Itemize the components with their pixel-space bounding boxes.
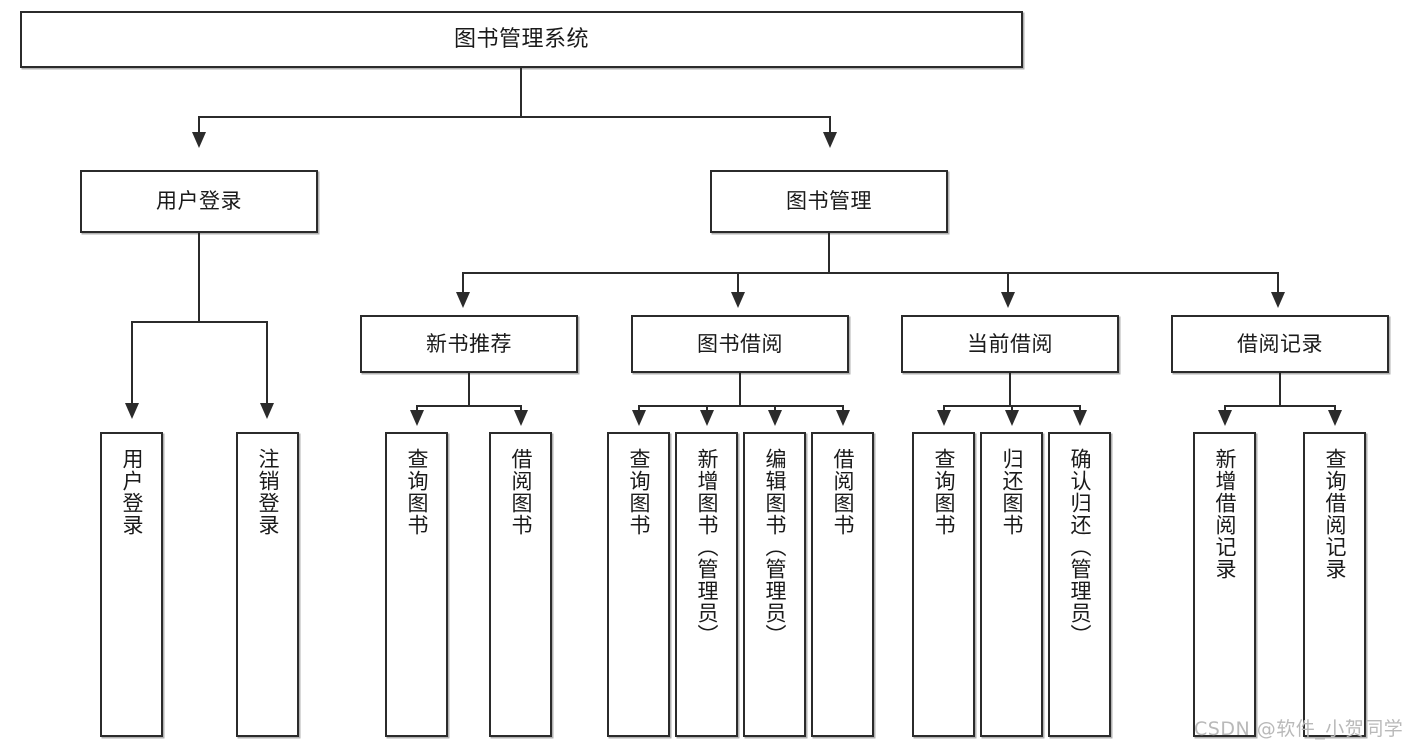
node-label: 新书推荐 bbox=[426, 331, 512, 356]
arrow-bookborrow-leaf-2 bbox=[700, 410, 714, 426]
connector-currentborrow-stem bbox=[1009, 373, 1011, 406]
node-label: 注销登录 bbox=[255, 448, 280, 536]
node-label: 借阅图书 bbox=[830, 448, 855, 536]
node-label: 用户登录 bbox=[156, 189, 242, 214]
arrow-to-current-borrow bbox=[1001, 292, 1015, 308]
arrow-to-new-book bbox=[456, 292, 470, 308]
connector-borrowrecord-drop-1 bbox=[1224, 405, 1226, 411]
node-label: 借阅记录 bbox=[1237, 331, 1323, 356]
arrow-currentborrow-leaf-1 bbox=[937, 410, 951, 426]
arrow-to-book-manage bbox=[823, 132, 837, 148]
node-book-management[interactable]: 图书管理 bbox=[710, 170, 948, 233]
leaf-bookborrow-query-book[interactable]: 查询图书 bbox=[607, 432, 670, 737]
node-label: 借阅图书 bbox=[508, 448, 533, 536]
node-label: 新增借阅记录 bbox=[1212, 448, 1237, 580]
connector-bookborrow-drop-4 bbox=[842, 405, 844, 411]
arrow-currentborrow-leaf-2 bbox=[1005, 410, 1019, 426]
leaf-currentborrow-confirm-return-admin[interactable]: 确认归还（管理员） bbox=[1048, 432, 1111, 737]
connector-userlogin-drop-1 bbox=[131, 321, 133, 404]
connector-newbook-drop-1 bbox=[416, 405, 418, 411]
connector-root-bus bbox=[198, 116, 831, 118]
node-label: 图书借阅 bbox=[697, 331, 783, 356]
connector-borrowrecord-drop-2 bbox=[1334, 405, 1336, 411]
connector-currentborrow-drop-3 bbox=[1079, 405, 1081, 411]
leaf-newbook-borrow-book[interactable]: 借阅图书 bbox=[489, 432, 552, 737]
node-borrow-record[interactable]: 借阅记录 bbox=[1171, 315, 1389, 373]
arrow-newbook-leaf-1 bbox=[410, 410, 424, 426]
leaf-borrowrecord-query-record[interactable]: 查询借阅记录 bbox=[1303, 432, 1366, 737]
connector-l3-drop-4 bbox=[1277, 272, 1279, 293]
connector-bookborrow-drop-2 bbox=[706, 405, 708, 411]
connector-l3-drop-2 bbox=[737, 272, 739, 293]
arrow-to-user-login bbox=[192, 132, 206, 148]
node-label: 查询图书 bbox=[931, 448, 956, 536]
arrow-bookborrow-leaf-3 bbox=[768, 410, 782, 426]
connector-userlogin-stem bbox=[198, 233, 200, 322]
node-label: 确认归还（管理员） bbox=[1067, 448, 1092, 646]
node-label: 编辑图书（管理员） bbox=[762, 448, 787, 646]
leaf-bookborrow-borrow-book[interactable]: 借阅图书 bbox=[811, 432, 874, 737]
node-root-system[interactable]: 图书管理系统 bbox=[20, 11, 1023, 68]
node-label: 用户登录 bbox=[119, 448, 144, 536]
connector-borrowrecord-bus bbox=[1224, 405, 1336, 407]
connector-bookborrow-bus bbox=[638, 405, 844, 407]
arrow-currentborrow-leaf-3 bbox=[1073, 410, 1087, 426]
arrow-bookborrow-leaf-4 bbox=[836, 410, 850, 426]
connector-bookmanage-bus bbox=[462, 272, 1279, 274]
node-label: 查询借阅记录 bbox=[1322, 448, 1347, 580]
node-label: 图书管理 bbox=[786, 189, 872, 214]
node-label: 查询图书 bbox=[404, 448, 429, 536]
node-label: 图书管理系统 bbox=[453, 26, 589, 52]
connector-root-stem bbox=[520, 68, 522, 117]
connector-userlogin-bus bbox=[131, 321, 268, 323]
connector-root-drop-left bbox=[198, 116, 200, 133]
connector-bookmanage-stem bbox=[828, 233, 830, 273]
connector-currentborrow-drop-2 bbox=[1011, 405, 1013, 411]
leaf-borrowrecord-add-record[interactable]: 新增借阅记录 bbox=[1193, 432, 1256, 737]
arrow-to-book-borrow bbox=[731, 292, 745, 308]
node-label: 查询图书 bbox=[626, 448, 651, 536]
connector-newbook-stem bbox=[468, 373, 470, 406]
node-label: 新增图书（管理员） bbox=[694, 448, 719, 646]
leaf-currentborrow-query-book[interactable]: 查询图书 bbox=[912, 432, 975, 737]
arrow-borrowrecord-leaf-2 bbox=[1328, 410, 1342, 426]
connector-bookborrow-drop-3 bbox=[774, 405, 776, 411]
node-current-borrow[interactable]: 当前借阅 bbox=[901, 315, 1119, 373]
connector-newbook-bus bbox=[416, 405, 522, 407]
arrow-borrowrecord-leaf-1 bbox=[1218, 410, 1232, 426]
leaf-bookborrow-add-book-admin[interactable]: 新增图书（管理员） bbox=[675, 432, 738, 737]
connector-currentborrow-drop-1 bbox=[943, 405, 945, 411]
connector-bookborrow-drop-1 bbox=[638, 405, 640, 411]
connector-bookborrow-stem bbox=[739, 373, 741, 406]
leaf-bookborrow-edit-book-admin[interactable]: 编辑图书（管理员） bbox=[743, 432, 806, 737]
leaf-user-login[interactable]: 用户登录 bbox=[100, 432, 163, 737]
node-label: 当前借阅 bbox=[967, 331, 1053, 356]
leaf-logout[interactable]: 注销登录 bbox=[236, 432, 299, 737]
connector-borrowrecord-stem bbox=[1279, 373, 1281, 406]
arrow-bookborrow-leaf-1 bbox=[632, 410, 646, 426]
node-label: 归还图书 bbox=[999, 448, 1024, 536]
node-book-borrow[interactable]: 图书借阅 bbox=[631, 315, 849, 373]
connector-l3-drop-1 bbox=[462, 272, 464, 293]
arrow-to-leaf-logout bbox=[260, 403, 274, 419]
node-user-login[interactable]: 用户登录 bbox=[80, 170, 318, 233]
arrow-to-borrow-record bbox=[1271, 292, 1285, 308]
connector-root-drop-right bbox=[829, 116, 831, 133]
leaf-currentborrow-return-book[interactable]: 归还图书 bbox=[980, 432, 1043, 737]
connector-newbook-drop-2 bbox=[520, 405, 522, 411]
arrow-newbook-leaf-2 bbox=[514, 410, 528, 426]
arrow-to-leaf-user-login bbox=[125, 403, 139, 419]
connector-userlogin-drop-2 bbox=[266, 321, 268, 404]
connector-l3-drop-3 bbox=[1007, 272, 1009, 293]
leaf-newbook-query-book[interactable]: 查询图书 bbox=[385, 432, 448, 737]
node-new-book-recommend[interactable]: 新书推荐 bbox=[360, 315, 578, 373]
